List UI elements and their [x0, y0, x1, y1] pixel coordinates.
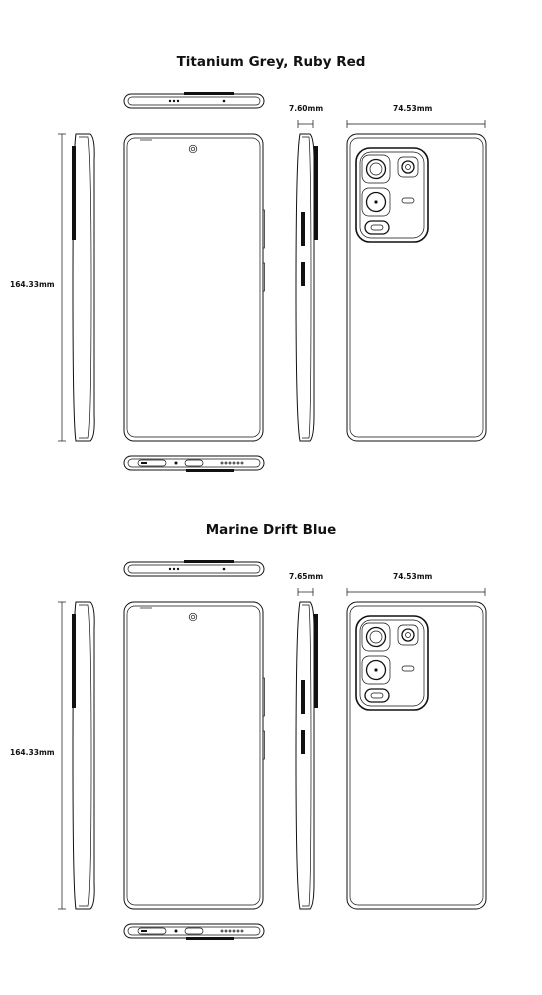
section-title: Titanium Grey, Ruby Red [176, 54, 366, 70]
main-camera [361, 154, 391, 184]
flash [401, 665, 415, 672]
bottom-edge-view [123, 455, 265, 472]
bottom-edge-view [123, 923, 265, 940]
secondary-camera [397, 624, 419, 646]
left-side-view [72, 601, 95, 910]
sensor-module [364, 688, 390, 703]
top-edge-view [123, 92, 265, 109]
tele-camera [361, 187, 391, 217]
front-view [123, 133, 265, 442]
main-camera [361, 622, 391, 652]
thickness-dimension-line [297, 588, 314, 596]
thickness-dimension-line [297, 120, 314, 128]
section-title: Marine Drift Blue [205, 522, 337, 538]
back-view [346, 133, 487, 442]
flash [401, 197, 415, 204]
width-dimension-line [346, 588, 486, 596]
width-label: 74.53mm [393, 104, 433, 113]
height-dimension-line [58, 133, 66, 442]
thickness-label: 7.65mm [289, 572, 324, 581]
right-side-view [295, 601, 318, 910]
secondary-camera [397, 156, 419, 178]
thickness-label: 7.60mm [289, 104, 324, 113]
height-label: 164.33mm [10, 748, 55, 757]
phone-views-diagram [58, 92, 487, 472]
sensor-module [364, 220, 390, 235]
width-label: 74.53mm [393, 572, 433, 581]
right-side-view [295, 133, 318, 442]
height-dimension-line [58, 601, 66, 910]
width-dimension-line [346, 120, 486, 128]
tele-camera [361, 655, 391, 685]
top-edge-view [123, 560, 265, 577]
phone-views-diagram [58, 560, 487, 940]
left-side-view [72, 133, 95, 442]
back-view [346, 601, 487, 910]
front-view [123, 601, 265, 910]
height-label: 164.33mm [10, 280, 55, 289]
